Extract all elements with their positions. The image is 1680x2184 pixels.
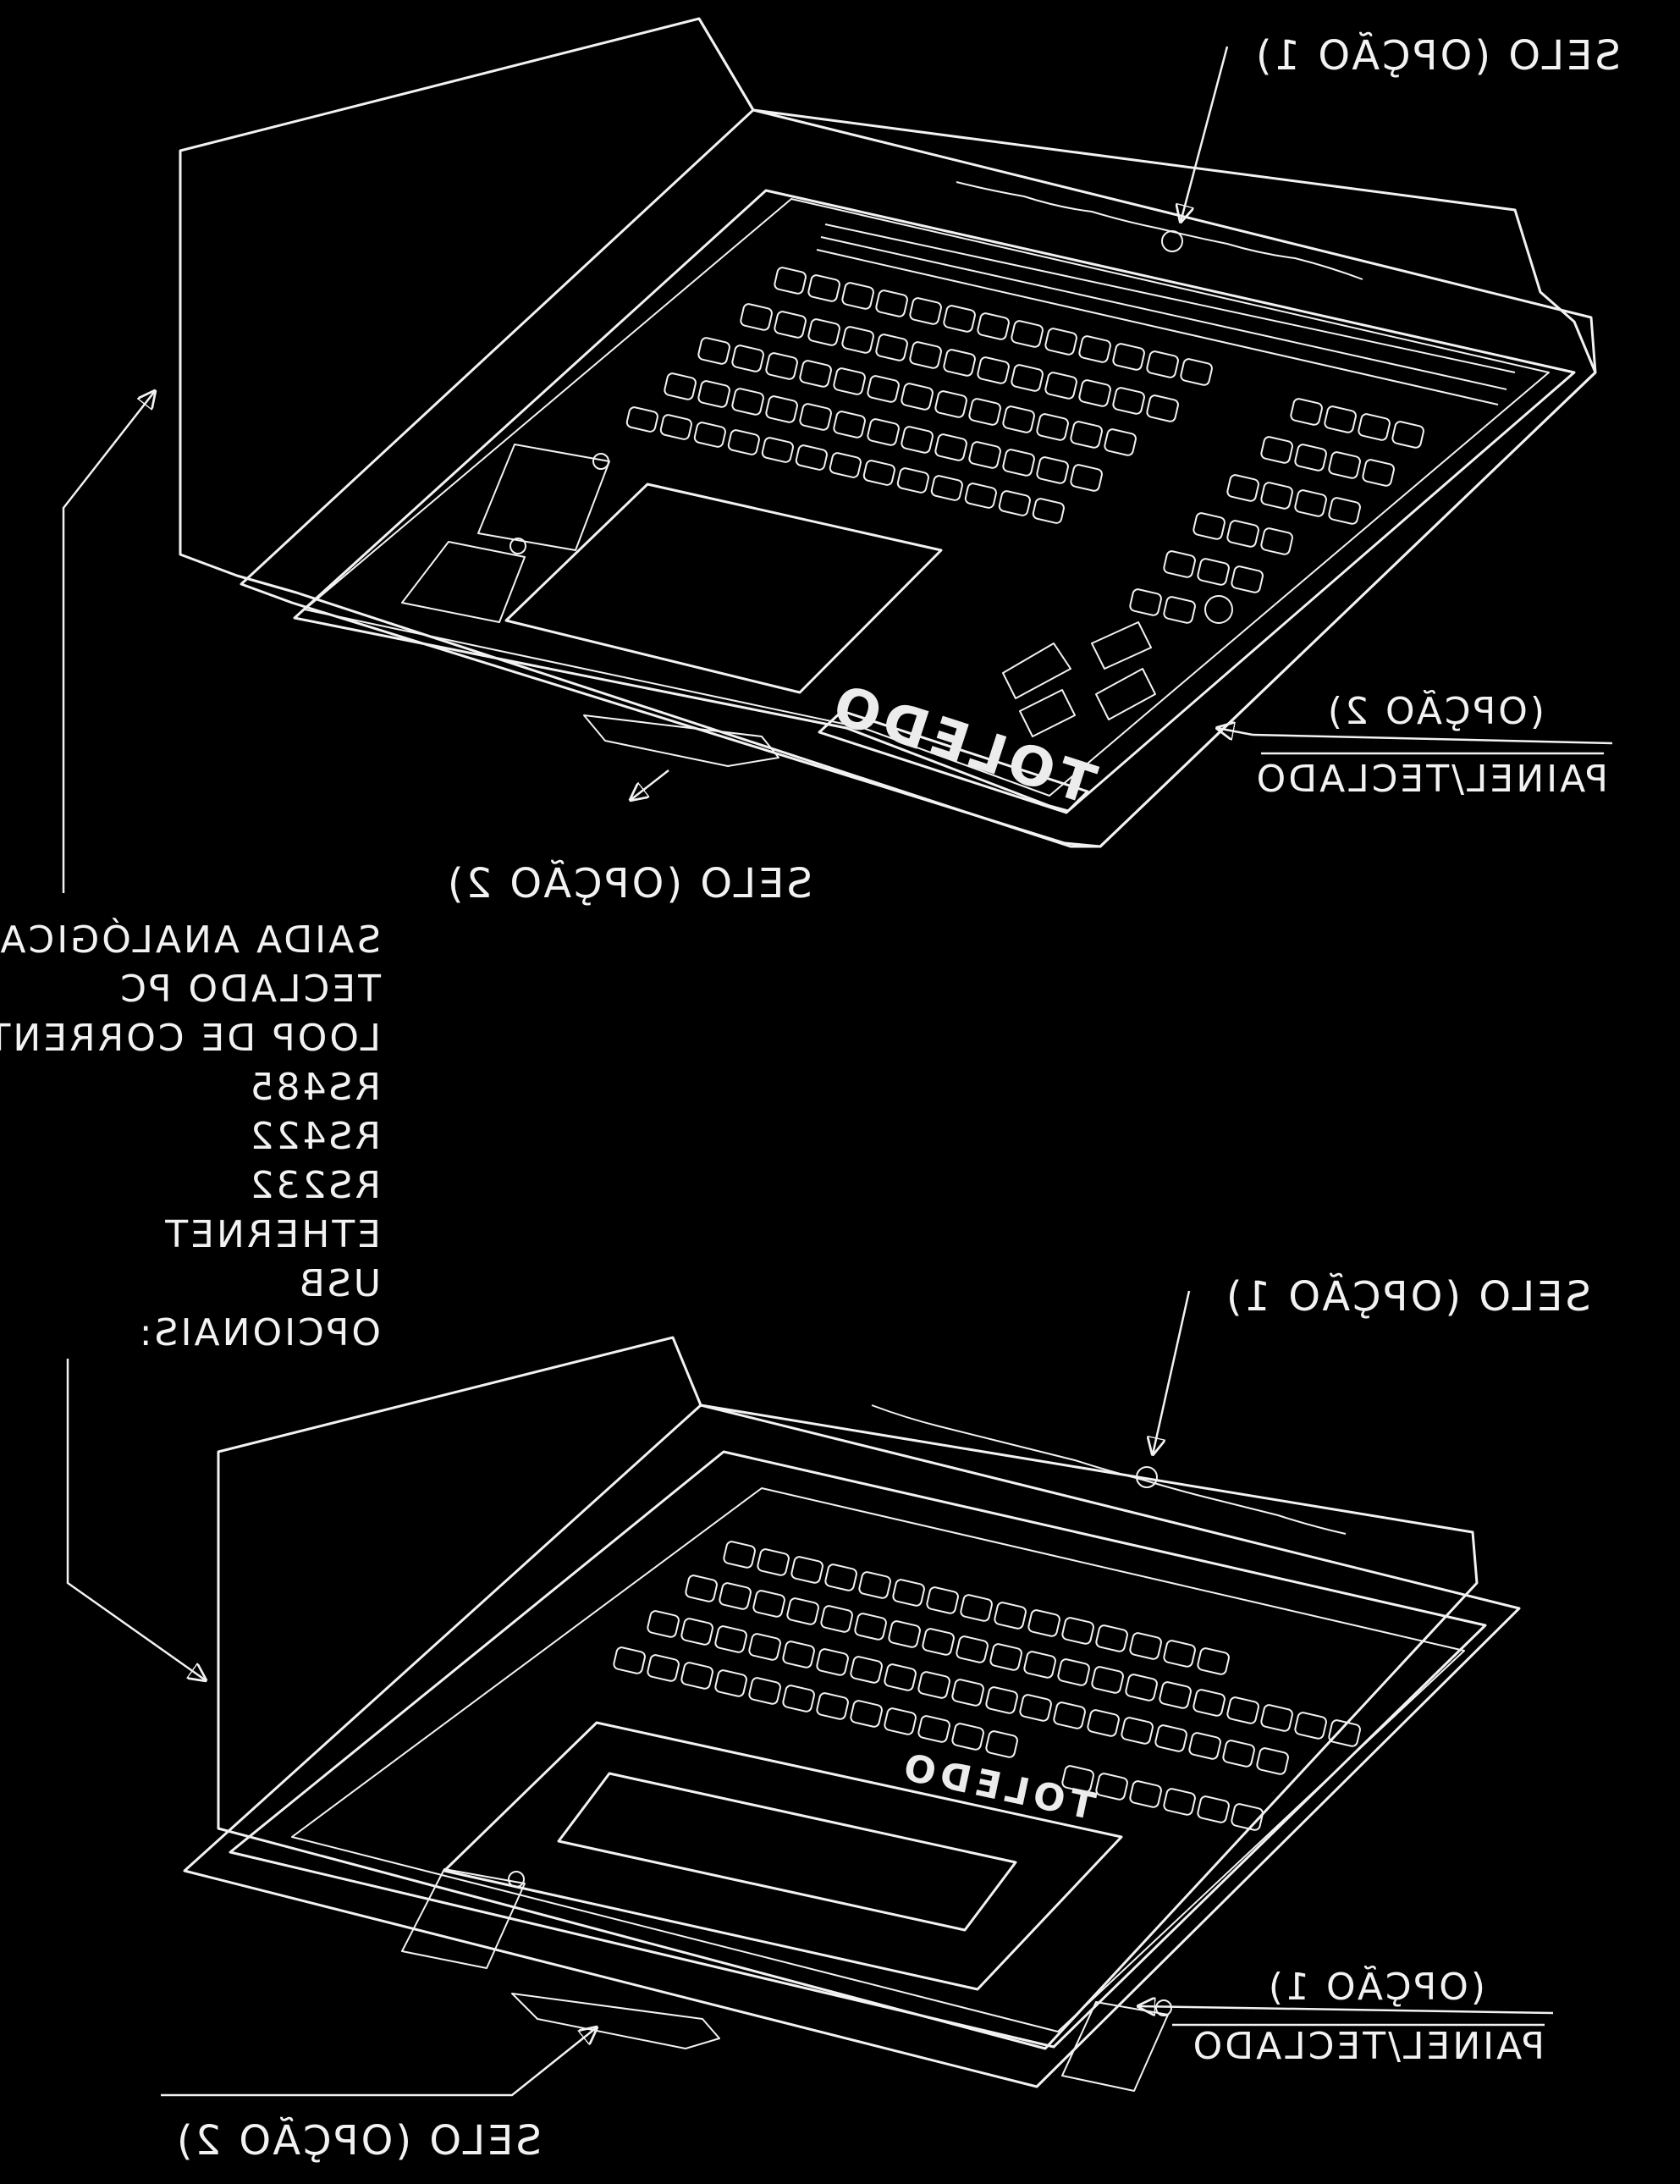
top-panel-label: PAINEL/TECLADO: [1254, 758, 1608, 801]
key-row-4: [664, 372, 1103, 492]
top-terminal-drawing: [179, 17, 1597, 848]
bottom-panel-option-label: (OPÇÃO 1): [1266, 1965, 1485, 2009]
bottom-callouts: [66, 1290, 1554, 2097]
option-item-rs485: RS485: [248, 1066, 381, 1109]
option-item-rs232: RS232: [248, 1164, 381, 1207]
bottom-seal-option-2-label: SELO (OPÇÃO 2): [174, 2117, 542, 2165]
key-row-3: [697, 337, 1137, 456]
key-row-1: [774, 267, 1213, 386]
bottom-key-row-3: [647, 1610, 1289, 1775]
options-heading: OPCIONAIS:: [137, 1311, 381, 1354]
numeric-keypad: [1129, 398, 1424, 624]
options-list: SAIDA ANALÓGICA TECLADO PC LOOP DE CORRE…: [0, 917, 382, 1354]
bottom-key-row-1: [723, 1541, 1230, 1675]
bottom-keyboard-keys: [613, 1541, 1361, 1831]
option-item-current-loop: LOOP DE CORRENTE: [0, 1017, 381, 1060]
top-panel-option-label: (OPÇÃO 2): [1325, 689, 1545, 733]
key-row-5: [625, 406, 1065, 524]
top-keyboard-keys: [625, 267, 1424, 624]
top-seal-option-2-label: SELO (OPÇÃO 2): [445, 860, 812, 907]
key-row-2: [740, 303, 1179, 422]
option-item-analog: SAIDA ANALÓGICA: [0, 917, 381, 962]
option-item-pc-keyboard: TECLADO PC: [118, 968, 382, 1011]
bottom-panel-label: PAINEL/TECLADO: [1191, 2025, 1545, 2068]
option-item-rs422: RS422: [248, 1115, 381, 1158]
toledo-logo-top: TOLEDO: [821, 672, 1103, 817]
toledo-logo-bottom: TOLEDO: [895, 1745, 1099, 1828]
bottom-seal-option-1-label: SELO (OPÇÃO 1): [1224, 1273, 1591, 1321]
bottom-terminal-drawing: [183, 1336, 1521, 2092]
top-seal-option-1-label: SELO (OPÇÃO 1): [1253, 32, 1621, 80]
bottom-key-row-2: [685, 1575, 1361, 1747]
option-item-ethernet: ETHERNET: [162, 1213, 381, 1256]
top-callouts: [62, 46, 1613, 893]
bottom-key-row-4: [613, 1646, 1264, 1831]
option-item-usb: USB: [297, 1262, 381, 1305]
